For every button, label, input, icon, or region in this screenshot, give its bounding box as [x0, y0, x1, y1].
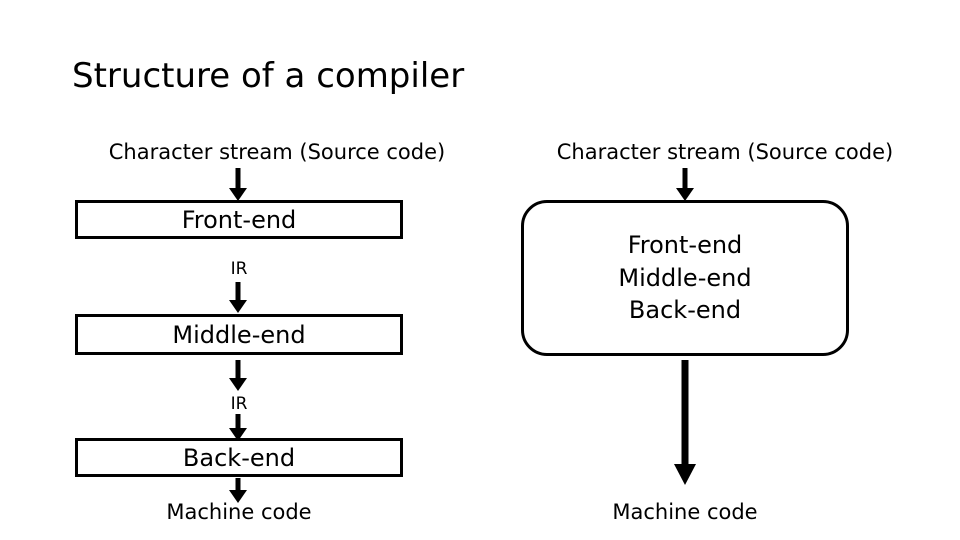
right-output-caption: Machine code	[612, 500, 758, 524]
left-stage-middle-end[interactable]: Middle-end	[75, 314, 403, 355]
page-title: Structure of a compiler	[72, 56, 465, 96]
left-ir-label-1: IR	[230, 259, 248, 279]
right-combined-stage-box[interactable]: Front-end Middle-end Back-end	[521, 200, 849, 356]
arrow-down-icon	[226, 414, 250, 442]
arrow-down-icon	[226, 478, 250, 504]
right-box-line-2: Middle-end	[618, 263, 752, 292]
arrow-down-icon	[673, 168, 697, 202]
arrow-down-icon	[226, 360, 250, 392]
left-stage-back-end-label: Back-end	[182, 443, 296, 472]
left-source-caption: Character stream (Source code)	[108, 140, 446, 164]
right-box-line-3: Back-end	[628, 296, 742, 325]
left-output-caption: Machine code	[166, 500, 312, 524]
arrow-down-icon	[226, 282, 250, 314]
left-stage-back-end[interactable]: Back-end	[75, 438, 403, 477]
left-ir-label-2: IR	[230, 394, 248, 414]
left-stage-front-end-label: Front-end	[181, 205, 297, 234]
right-source-caption: Character stream (Source code)	[556, 140, 894, 164]
right-box-line-1: Front-end	[627, 231, 743, 260]
arrow-down-long-icon	[672, 360, 698, 486]
arrow-down-icon	[226, 168, 250, 202]
left-stage-front-end[interactable]: Front-end	[75, 200, 403, 239]
left-stage-middle-end-label: Middle-end	[172, 320, 306, 349]
